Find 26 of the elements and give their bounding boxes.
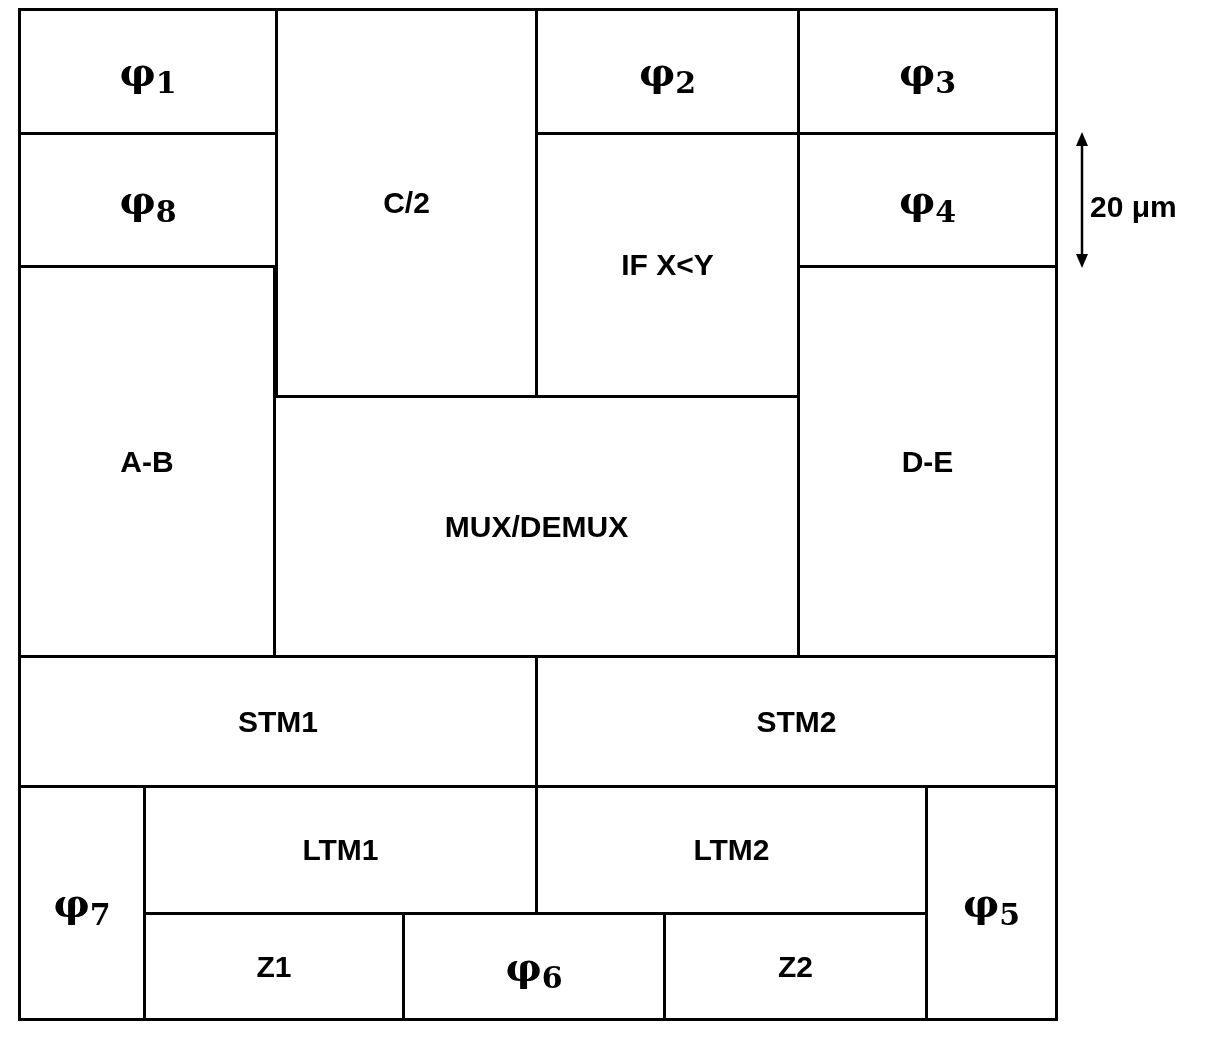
block-box xyxy=(18,785,146,1021)
block-label: φ$_{4}$ xyxy=(898,180,957,220)
block-box xyxy=(18,8,278,135)
block-label: MUX/DEMUX xyxy=(444,511,629,542)
block-label: φ$_{8}$ xyxy=(119,180,177,220)
block-label: φ$_{2}$ xyxy=(638,51,697,92)
block-label: IF X<Y xyxy=(621,250,714,280)
block-label: A-B xyxy=(120,446,174,477)
block-label: STM1 xyxy=(238,706,318,737)
block-label: φ$_{5}$ xyxy=(962,883,1021,923)
block-label: STM2 xyxy=(756,706,837,737)
block-box xyxy=(18,265,276,658)
block-label: C/2 xyxy=(383,188,430,218)
block-label: Z1 xyxy=(256,951,292,982)
block-label: φ$_{7}$ xyxy=(53,883,111,923)
block-box xyxy=(797,8,1058,135)
block-label: φ$_{6}$ xyxy=(505,946,563,987)
block-box xyxy=(925,785,1058,1021)
block-label: D-E xyxy=(901,446,954,477)
block-label: φ$_{1}$ xyxy=(119,51,177,92)
block-box xyxy=(275,8,538,398)
dimension-label: 20 μm xyxy=(1090,189,1177,225)
block-label: φ$_{3}$ xyxy=(898,51,957,92)
block-label: LTM2 xyxy=(693,835,770,865)
block-label: Z2 xyxy=(778,951,813,982)
block-label: LTM1 xyxy=(302,835,379,865)
